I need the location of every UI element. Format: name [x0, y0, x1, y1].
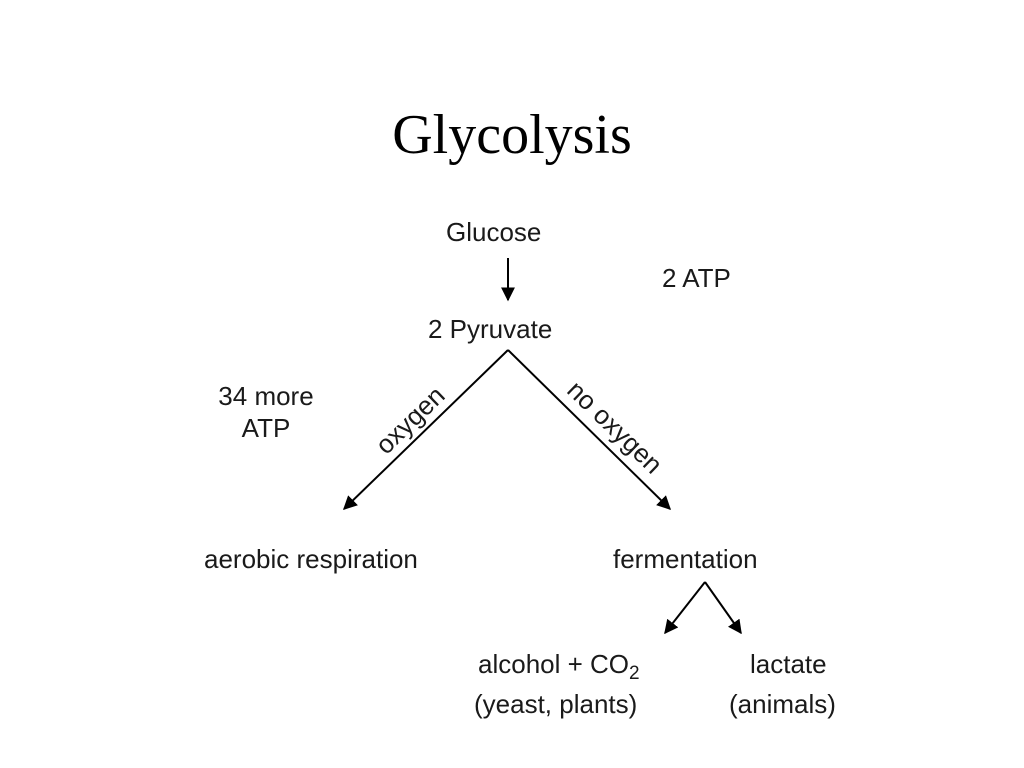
annotation-34-more-atp-line1: 34 more: [218, 381, 314, 411]
node-alcohol-co2: alcohol + CO2: [478, 648, 640, 683]
node-lactate: lactate: [750, 649, 827, 679]
arrow-pyruvate-to-aerobic: [342, 349, 509, 510]
annotation-34-more-atp: 34 more ATP: [196, 380, 336, 444]
node-glucose: Glucose: [446, 217, 542, 247]
arrow-pyruvate-to-fermentation: [507, 349, 671, 510]
node-alcohol-note: (yeast, plants): [474, 689, 638, 719]
arrow-fermentation-to-alcohol: [664, 581, 706, 635]
annotation-2-atp: 2 ATP: [662, 263, 731, 293]
annotation-34-more-atp-line2: ATP: [241, 413, 291, 443]
arrow-fermentation-to-lactate: [704, 581, 742, 635]
node-fermentation: fermentation: [613, 544, 758, 574]
node-pyruvate: 2 Pyruvate: [428, 314, 553, 344]
alcohol-co2-text: alcohol + CO: [478, 649, 630, 679]
co2-subscript: 2: [629, 663, 640, 684]
slide-title: Glycolysis: [392, 104, 632, 166]
node-aerobic-respiration: aerobic respiration: [204, 544, 418, 574]
node-lactate-note: (animals): [729, 689, 836, 719]
